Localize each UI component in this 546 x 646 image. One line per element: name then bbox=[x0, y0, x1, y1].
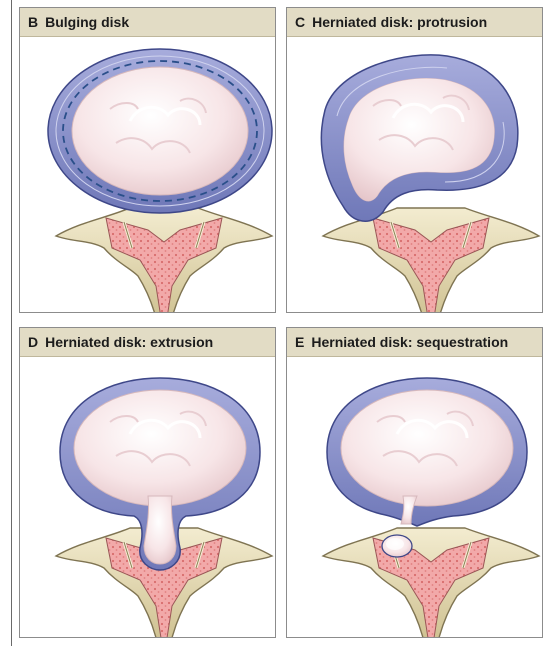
panel-title: Bulging disk bbox=[45, 14, 129, 30]
sequestration-illustration bbox=[287, 356, 543, 638]
panel-bulging-disk: B Bulging disk bbox=[19, 7, 276, 313]
panel-title: Herniated disk: extrusion bbox=[45, 334, 213, 350]
panel-extrusion: D Herniated disk: extrusion bbox=[19, 327, 276, 638]
panel-letter: E bbox=[295, 334, 304, 350]
panel-header: C Herniated disk: protrusion bbox=[287, 8, 542, 37]
extrusion-illustration bbox=[20, 356, 276, 638]
panel-protrusion: C Herniated disk: protrusion bbox=[286, 7, 543, 313]
panel-letter: C bbox=[295, 14, 305, 30]
left-border-rule bbox=[11, 0, 12, 646]
protrusion-illustration bbox=[287, 36, 543, 313]
panel-sequestration: E Herniated disk: sequestration bbox=[286, 327, 543, 638]
bulging-disk-illustration bbox=[20, 36, 276, 313]
panel-letter: D bbox=[28, 334, 38, 350]
extruded-nucleus bbox=[144, 496, 176, 564]
panel-letter: B bbox=[28, 14, 38, 30]
panel-header: D Herniated disk: extrusion bbox=[20, 328, 275, 357]
panel-header: E Herniated disk: sequestration bbox=[287, 328, 542, 357]
panel-title: Herniated disk: protrusion bbox=[312, 14, 487, 30]
panel-header: B Bulging disk bbox=[20, 8, 275, 37]
panel-title: Herniated disk: sequestration bbox=[311, 334, 508, 350]
